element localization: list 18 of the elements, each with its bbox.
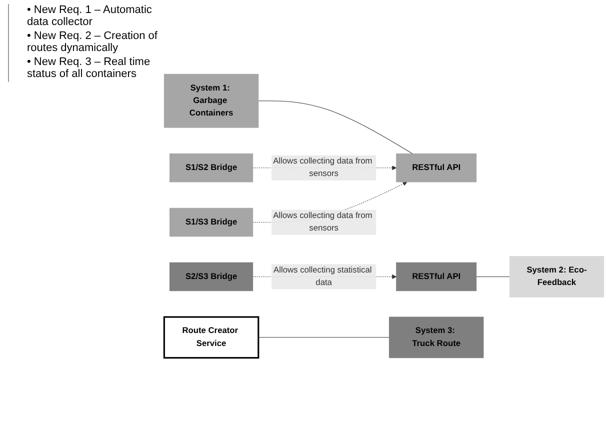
node-box: System 1: Garbage Containers bbox=[164, 74, 259, 128]
node-box: Route Creator Service bbox=[163, 316, 260, 359]
node-box: System 3: Truck Route bbox=[388, 316, 484, 358]
connector bbox=[476, 276, 510, 277]
edge-label: Allows collecting data from sensors bbox=[273, 211, 372, 233]
node-box: RESTful API bbox=[396, 153, 477, 182]
node-box: S1/S2 Bridge bbox=[170, 153, 254, 182]
node-box: S2/S3 Bridge bbox=[170, 262, 254, 292]
node-box: System 2: Eco-Feedback bbox=[509, 256, 604, 298]
connector bbox=[258, 100, 413, 154]
requirement-note: • New Req. 2 – Creation of routes dynamically bbox=[27, 30, 158, 54]
node-box: RESTful API bbox=[396, 262, 477, 292]
edge-label: Allows collecting statistical data bbox=[274, 266, 372, 288]
requirement-note: • New Req. 1 – Automatic data collector bbox=[27, 4, 153, 28]
edge-label: Allows collecting data from sensors bbox=[273, 156, 372, 178]
connector bbox=[258, 337, 390, 338]
requirement-note: • New Req. 3 – Real time status of all containers bbox=[27, 56, 152, 80]
node-box: S1/S3 Bridge bbox=[170, 208, 254, 237]
